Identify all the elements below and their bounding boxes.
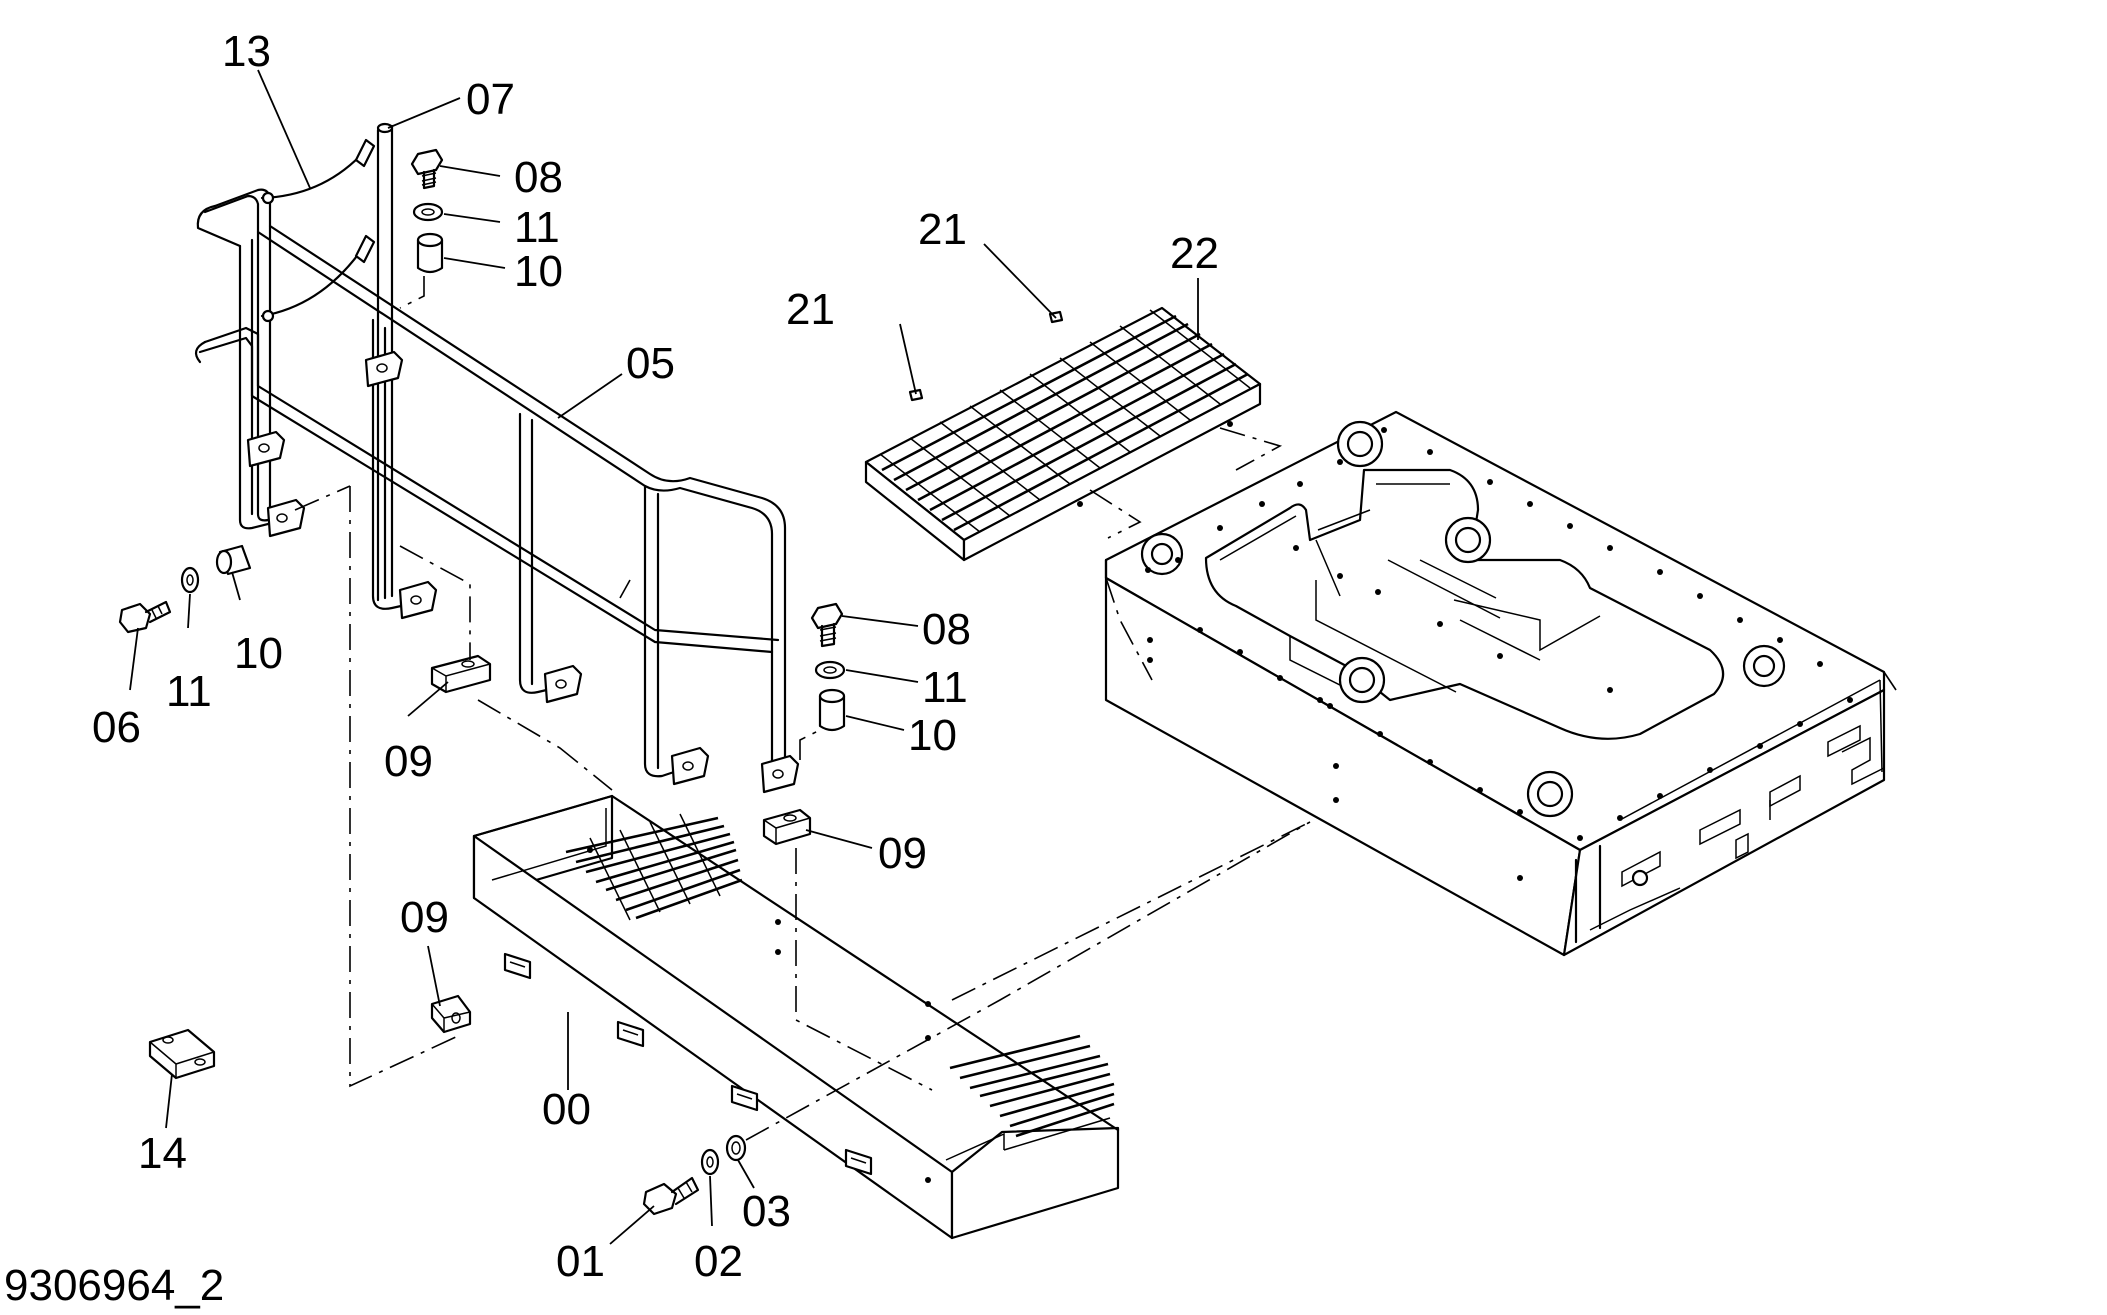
callout-10: 10 [514,247,563,296]
callout-02: 02 [694,1237,743,1286]
grating-step [864,306,1262,562]
box-slot [616,1020,645,1048]
block-09-right [762,808,812,846]
callout-00: 00 [542,1085,591,1134]
washer-03 [725,1134,747,1162]
callout-09: 09 [878,829,927,878]
mount-ring [1338,656,1386,704]
step-box [472,794,1120,1240]
mount-ring [1742,644,1786,688]
box-slot [730,1084,759,1112]
callouts: 13 07 08 11 10 05 21 21 22 06 11 10 08 1… [92,27,1219,1286]
foot-flange [364,350,404,388]
spacer-10-top [416,232,444,274]
mount-ring [1336,420,1384,468]
callout-11: 11 [922,663,968,712]
block-14 [148,1028,216,1080]
assembly-lines [294,276,1311,1141]
callout-14: 14 [138,1129,187,1178]
callout-10: 10 [908,711,957,760]
drawing-code: 9306964_2 [4,1261,224,1310]
washer-11-left [180,566,200,594]
callout-03: 03 [742,1187,791,1236]
washer-11-top [412,202,444,222]
mount-ring [1526,770,1574,818]
callout-22: 22 [1170,229,1219,278]
callout-08: 08 [922,605,971,654]
leader-lines [129,69,1199,1245]
callout-08: 08 [514,153,563,202]
mount-ring [1140,532,1184,576]
callout-21: 21 [786,285,835,334]
callout-21: 21 [918,205,967,254]
washer-02 [700,1148,720,1176]
callout-09: 09 [400,893,449,942]
foot-flange [266,498,306,538]
handrail [194,122,800,794]
callout-06: 06 [92,703,141,752]
spacer-10-left [215,544,252,576]
callout-10: 10 [234,629,283,678]
foot-flange [246,430,286,468]
foot-flange [398,580,438,620]
callout-11: 11 [166,667,212,716]
block-09-upper [430,654,492,694]
callout-05: 05 [626,339,675,388]
callout-13: 13 [222,27,271,76]
grating-bars [879,309,1251,533]
box-grating-right [949,1034,1115,1138]
foot-flange [543,664,583,704]
callout-09: 09 [384,737,433,786]
mount-ring [1444,516,1492,564]
foot-flange [760,754,800,794]
box-grating-left [565,813,743,921]
box-slot [844,1148,873,1176]
foot-flange [670,746,710,786]
box-slot [503,952,532,980]
callout-01: 01 [556,1237,605,1286]
bolt-08-right [810,602,844,648]
chassis-frame [1104,410,1897,957]
block-09-lower [430,994,472,1034]
bolt-08-top [410,148,444,190]
washer-11-right [814,660,846,680]
spacer-10-right [818,688,846,732]
frame-holes [1145,427,1853,881]
bolt-01 [642,1176,700,1216]
callout-11: 11 [514,203,560,252]
bolt-06 [118,600,172,634]
callout-07: 07 [466,75,515,124]
chain-hook [261,138,376,323]
